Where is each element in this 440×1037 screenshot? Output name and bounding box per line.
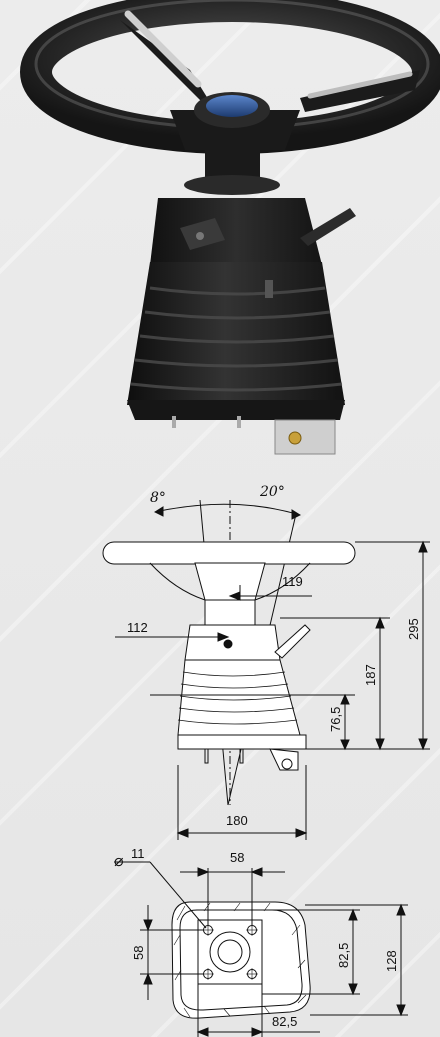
steering-column — [127, 150, 356, 455]
dim-187-label: 187 — [363, 664, 378, 686]
dim-119-label: 119 — [282, 574, 303, 589]
hub-logo-icon — [206, 95, 258, 117]
dim-82-5-bottom-label: 82,5 — [272, 1014, 297, 1029]
dim-112-label: 112 — [127, 620, 148, 635]
dim-180-label: 180 — [226, 813, 248, 828]
product-photo — [20, 0, 440, 455]
dim-58-top-label: 58 — [230, 850, 244, 865]
dim-76-5-label: 76,5 — [328, 707, 343, 732]
dim-58-left-label: 58 — [131, 946, 146, 960]
diameter-symbol: ⌀ — [114, 853, 124, 870]
tilt-lever — [300, 208, 356, 246]
dim-295-label: 295 — [406, 618, 421, 640]
angle-right-label: 20° — [259, 484, 285, 500]
dim-82-5-vertical-label: 82,5 — [336, 943, 351, 968]
hole-diameter-label: 11 — [131, 846, 145, 861]
steering-wheel — [20, 0, 440, 154]
dim-128-label: 128 — [384, 950, 399, 972]
angle-left-label: 8° — [150, 490, 166, 506]
